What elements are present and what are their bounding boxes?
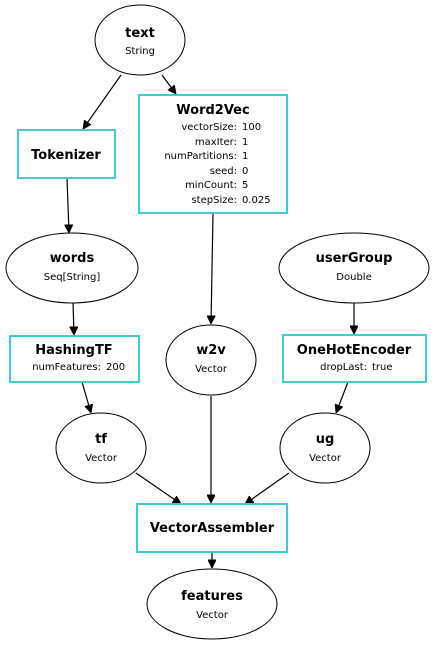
stage-onehotencoder-name: OneHotEncoder [297,343,412,358]
stage-word2vec: Word2Vec vectorSize: 100 maxIter: 1 numP… [138,94,288,214]
stage-onehotencoder: OneHotEncoder dropLast: true [282,334,427,383]
param-key: maxIter: [195,137,237,148]
stage-hashingtf-name: HashingTF [35,343,112,358]
param-value: 1 [242,137,248,148]
column-words-type: Seq[String] [44,272,101,283]
param-key: seed: [210,166,237,177]
stage-hashingtf: HashingTF numFeatures: 200 [9,335,140,383]
param-key: numFeatures: [32,362,101,373]
column-words: words Seq[String] [5,232,139,304]
column-text-name: text [125,26,155,41]
param-key: numPartitions: [164,151,237,162]
stage-tokenizer: Tokenizer [17,129,116,179]
edge-ug-assembler [245,472,290,504]
column-features-type: Vector [196,610,229,621]
param-value: 100 [242,122,261,133]
edge-text-tokenizer [83,74,122,129]
column-features-name: features [181,589,243,604]
edge-hashingtf-tf [81,381,91,413]
column-text: text String [94,4,186,76]
param-value: 5 [242,180,248,191]
column-w2v-name: w2v [196,343,226,358]
edge-words-hashingtf [73,301,74,335]
param-value: true [372,362,393,373]
edge-onehot-ug [336,381,349,413]
stage-tokenizer-name: Tokenizer [31,148,101,163]
param-value: 0 [242,166,248,177]
column-usergroup-type: Double [336,272,371,283]
param-key: vectorSize: [181,122,237,133]
column-ug: ug Vector [279,412,371,484]
edge-tokenizer-words [67,177,69,233]
edge-text-word2vec [161,74,176,94]
column-ug-name: ug [316,432,335,447]
column-tf-name: tf [95,432,107,447]
column-usergroup-name: userGroup [316,251,393,266]
param-value: 200 [106,362,125,373]
column-w2v: w2v Vector [165,324,257,396]
param-key: dropLast: [320,362,367,373]
edge-tf-assembler [135,472,181,504]
column-w2v-type: Vector [195,364,228,375]
column-words-name: words [50,251,95,266]
edge-word2vec-w2v [211,213,213,324]
stage-word2vec-name: Word2Vec [176,103,249,118]
param-key: minCount: [185,180,237,191]
column-features: features Vector [146,568,278,640]
column-usergroup: userGroup Double [278,232,430,304]
column-text-type: String [125,46,155,57]
column-ug-type: Vector [309,453,342,464]
edges [67,74,354,568]
param-key: stepSize: [191,195,237,206]
column-tf-type: Vector [85,453,118,464]
param-value: 0.025 [242,195,271,206]
stage-vectorassembler-name: VectorAssembler [150,521,275,536]
stage-vectorassembler: VectorAssembler [136,503,288,553]
column-tf: tf Vector [55,412,147,484]
param-value: 1 [242,151,248,162]
